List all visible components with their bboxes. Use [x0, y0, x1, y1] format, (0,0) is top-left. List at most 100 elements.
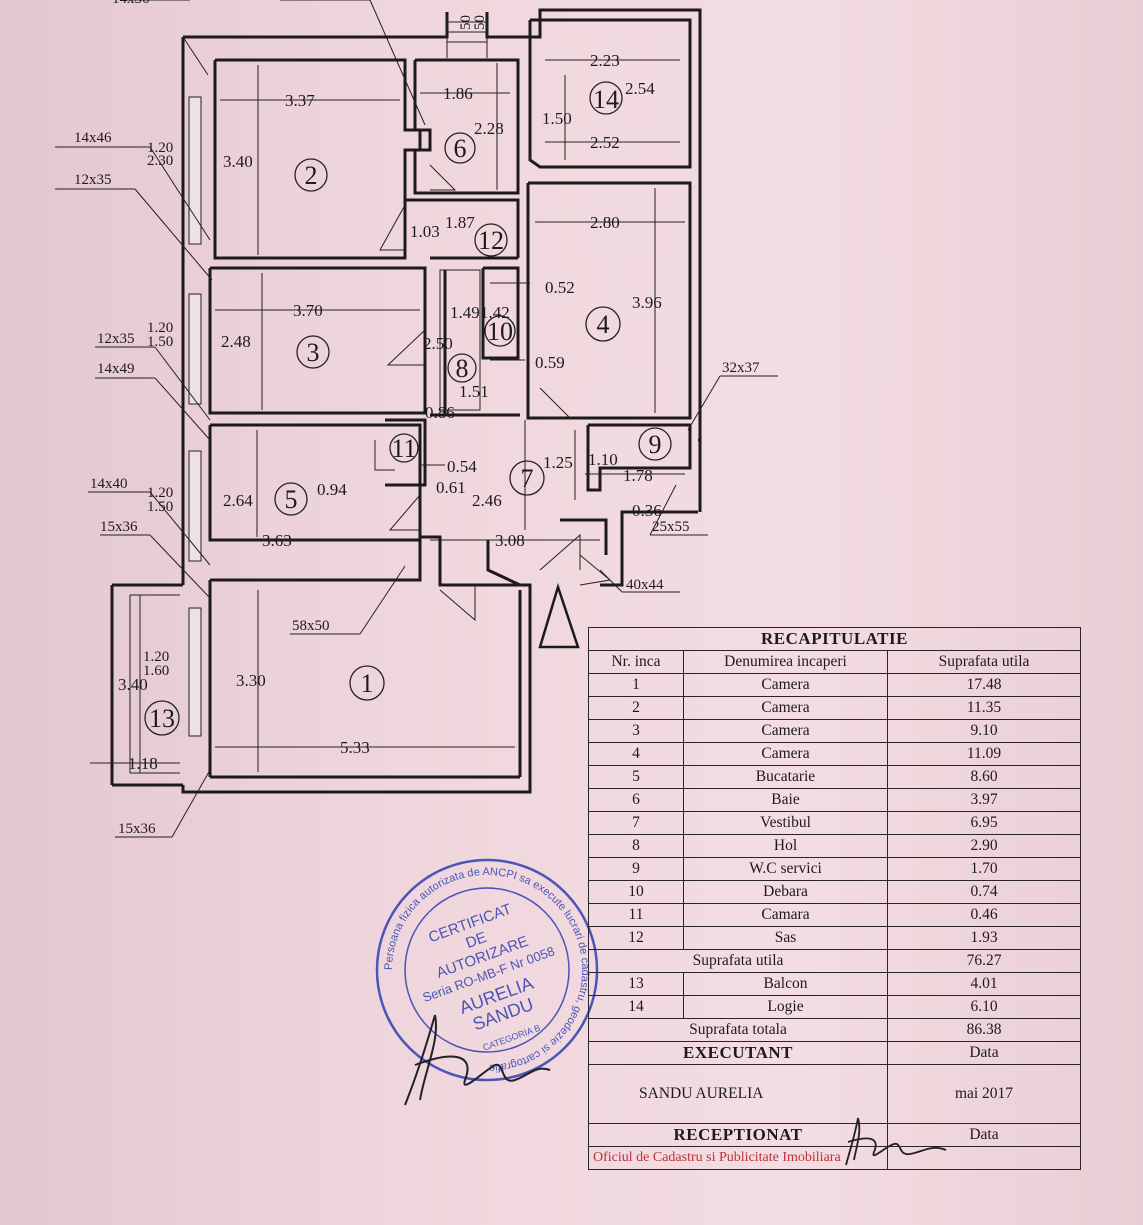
- svg-text:58x50: 58x50: [292, 618, 330, 634]
- room-number-5: 5: [285, 485, 298, 514]
- svg-text:2.23: 2.23: [590, 51, 620, 70]
- svg-text:1.10: 1.10: [588, 450, 618, 469]
- svg-text:3.70: 3.70: [293, 301, 323, 320]
- svg-text:1.49: 1.49: [450, 303, 480, 322]
- svg-text:1.87: 1.87: [445, 213, 475, 232]
- svg-text:40x44: 40x44: [626, 577, 664, 593]
- svg-text:1.78: 1.78: [623, 466, 653, 485]
- summary-title: RECAPITULATIE: [588, 627, 1081, 651]
- svg-text:3.40: 3.40: [223, 152, 253, 171]
- room-number-3: 3: [307, 338, 320, 367]
- outer-walls: [110, 8, 702, 794]
- svg-text:2.64: 2.64: [223, 491, 253, 510]
- office-stamp-text: Oficiul de Cadastru si Publicitate Imobi…: [588, 1146, 888, 1170]
- svg-text:2.48: 2.48: [221, 332, 251, 351]
- svg-text:0.54: 0.54: [447, 457, 477, 476]
- office-row: Oficiul de Cadastru si Publicitate Imobi…: [588, 1146, 1081, 1170]
- svg-text:15x36: 15x36: [100, 519, 138, 535]
- svg-text:5.33: 5.33: [340, 738, 370, 757]
- room-number-6: 6: [454, 134, 467, 163]
- svg-text:12x35: 12x35: [97, 331, 135, 347]
- svg-text:3.37: 3.37: [285, 91, 315, 110]
- svg-text:2.52: 2.52: [590, 133, 620, 152]
- svg-text:50: 50: [458, 15, 474, 30]
- executant-name: SANDU AURELIA: [639, 1085, 764, 1102]
- stamp-line-2: DE: [464, 929, 489, 952]
- svg-text:0.36: 0.36: [632, 501, 662, 520]
- svg-text:2.50: 2.50: [423, 334, 453, 353]
- svg-text:2.46: 2.46: [472, 491, 502, 510]
- svg-text:1.86: 1.86: [443, 84, 473, 103]
- svg-text:12x35: 12x35: [74, 172, 112, 188]
- room-number-9: 9: [649, 430, 662, 459]
- svg-text:0.59: 0.59: [535, 353, 565, 372]
- room-number-12: 12: [478, 226, 504, 255]
- svg-text:2.54: 2.54: [625, 79, 655, 98]
- authorization-stamp: Persoana fizica autorizata de ANCPI sa e…: [375, 858, 599, 1082]
- room-number-7: 7: [521, 464, 534, 493]
- svg-text:1.50: 1.50: [147, 499, 173, 515]
- svg-text:1.20: 1.20: [147, 485, 173, 501]
- svg-text:1.20: 1.20: [147, 320, 173, 336]
- summary-table: RECAPITULATIE Nr. inca Denumirea incaper…: [588, 627, 1081, 1170]
- signature-stamp: [404, 1014, 551, 1106]
- inner-walls: [208, 18, 692, 779]
- windows: [188, 96, 202, 737]
- executant-row: SANDU AURELIA mai 2017: [588, 1064, 1081, 1124]
- svg-text:50: 50: [472, 15, 488, 30]
- svg-text:14x56: 14x56: [112, 0, 150, 7]
- svg-text:1.60: 1.60: [143, 663, 169, 679]
- room-numbers: 2 6 14 12 4 3 10 8 11 9 7 5 1 13: [144, 81, 672, 736]
- svg-text:2.30: 2.30: [147, 153, 173, 169]
- north-arrow-icon: [538, 582, 580, 649]
- table-header-row: Nr. inca Denumirea incaperi Suprafata ut…: [588, 650, 1081, 674]
- svg-text:1.25: 1.25: [543, 453, 573, 472]
- svg-text:14x49: 14x49: [97, 361, 135, 377]
- room-number-4: 4: [597, 310, 610, 339]
- svg-text:3.63: 3.63: [262, 531, 292, 550]
- svg-text:3.96: 3.96: [632, 293, 662, 312]
- svg-text:1.18: 1.18: [128, 754, 158, 773]
- svg-text:0.94: 0.94: [317, 480, 347, 499]
- room-number-1: 1: [361, 669, 374, 698]
- svg-text:32x37: 32x37: [722, 360, 760, 376]
- svg-text:3.40: 3.40: [118, 675, 148, 694]
- svg-text:0.61: 0.61: [436, 478, 466, 497]
- svg-text:3.08: 3.08: [495, 531, 525, 550]
- svg-text:1.42: 1.42: [480, 303, 510, 322]
- room-number-14: 14: [593, 85, 619, 114]
- dimension-labels: 3.37 3.40 1.86 2.28 2.23 2.54 1.50 2.52 …: [118, 15, 662, 773]
- leader-labels: 14x56 14x46 12x35 12x35 14x49 14x40 15x3…: [74, 0, 760, 837]
- dimension-lines: [90, 59, 685, 773]
- svg-text:15x36: 15x36: [118, 821, 156, 837]
- svg-text:1.20: 1.20: [143, 649, 169, 665]
- svg-text:1.51: 1.51: [459, 382, 489, 401]
- room-number-13: 13: [149, 704, 175, 733]
- svg-text:1.50: 1.50: [147, 334, 173, 350]
- door-swings: [374, 164, 612, 622]
- svg-text:1.20: 1.20: [147, 140, 173, 156]
- svg-text:3.30: 3.30: [236, 671, 266, 690]
- room-number-8: 8: [456, 354, 469, 383]
- svg-text:2.80: 2.80: [590, 213, 620, 232]
- room-number-10: 10: [487, 317, 513, 346]
- leader-lines: [55, 0, 778, 838]
- svg-text:1.50: 1.50: [542, 109, 572, 128]
